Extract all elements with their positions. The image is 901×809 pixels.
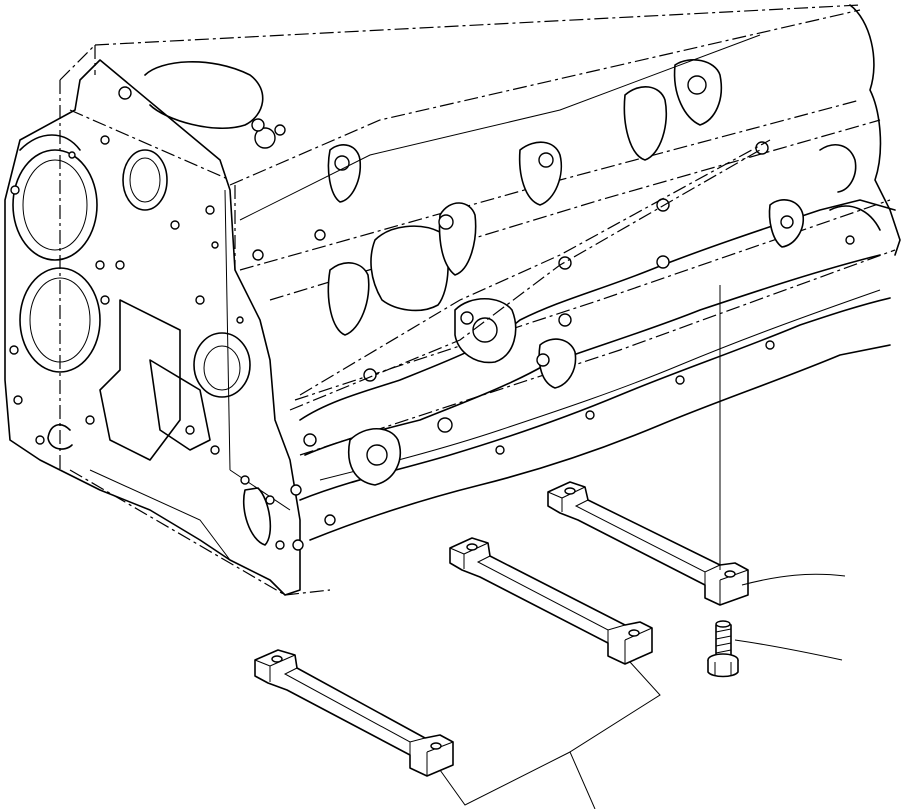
bracket-middle: [449, 537, 653, 665]
bracket-front: [254, 649, 454, 777]
bracket-rear: [547, 481, 749, 606]
flange-bolt-icon: [707, 620, 739, 678]
callout-lines: [439, 285, 846, 809]
engine-block: [4, 4, 901, 596]
